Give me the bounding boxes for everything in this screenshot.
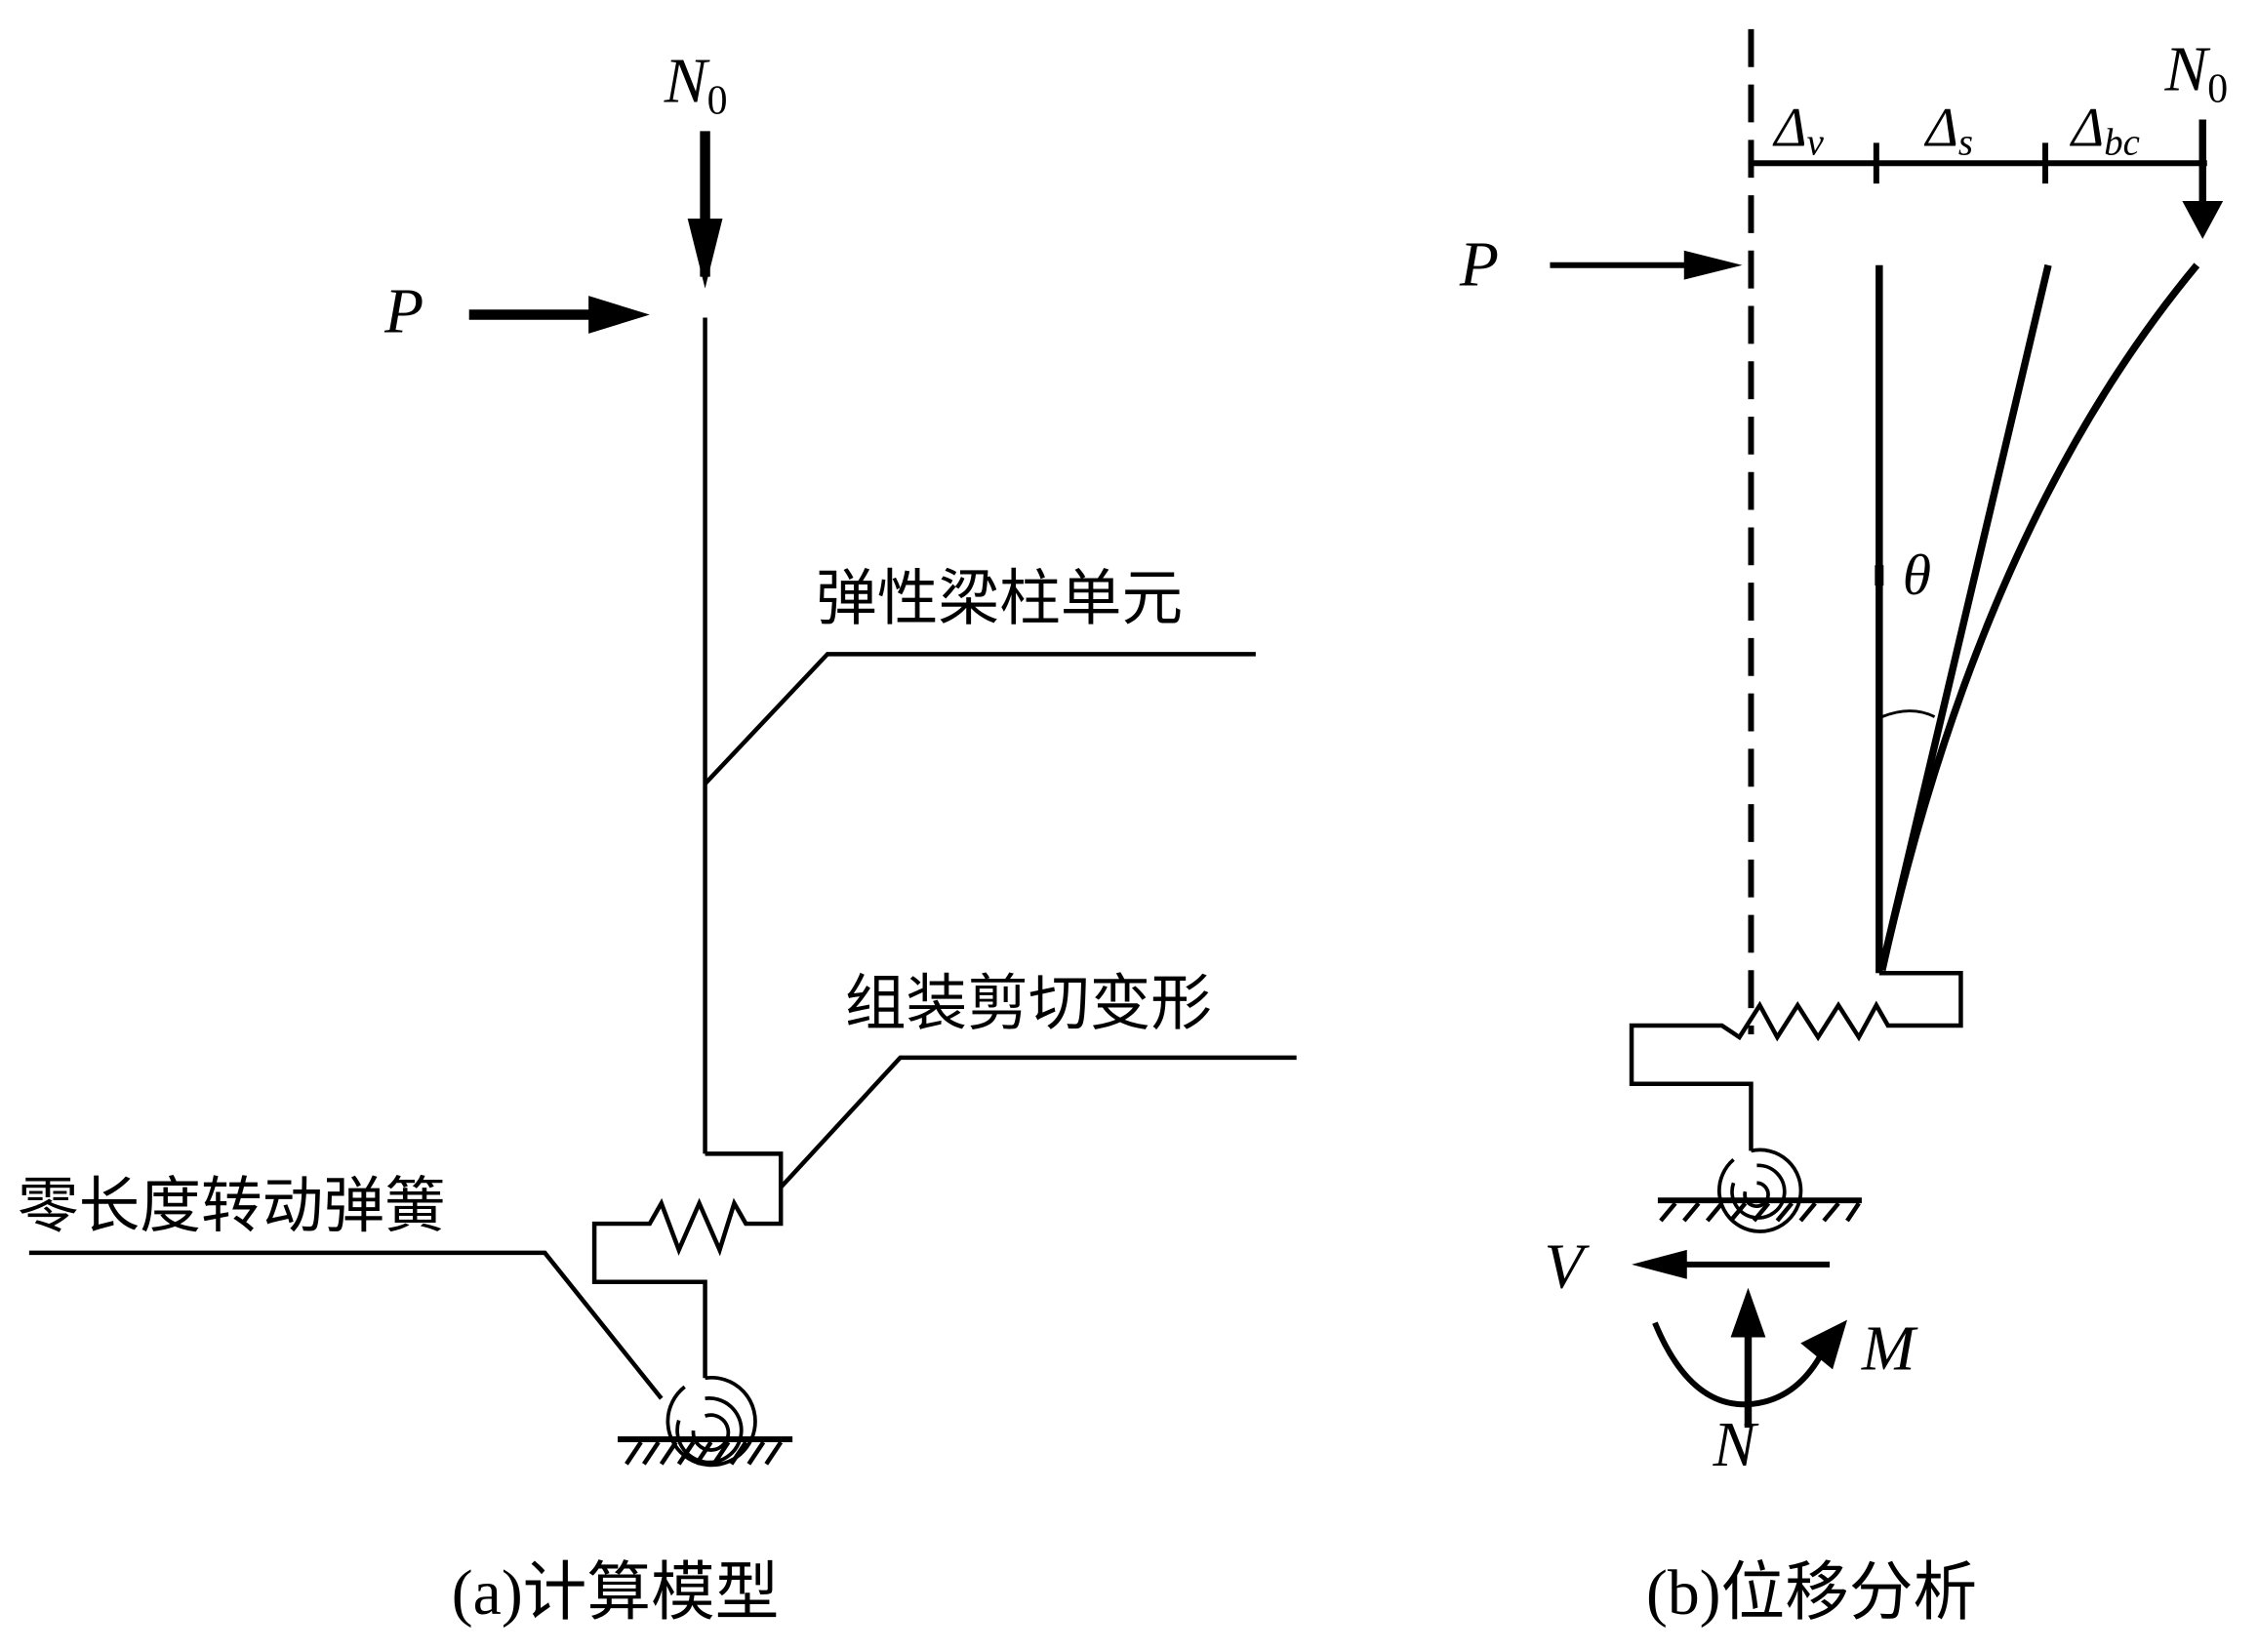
lateral-load-label: P: [383, 275, 423, 346]
panel-b: [1550, 28, 2224, 1429]
leader-shear: [779, 1055, 1297, 1189]
axial-load-label-b: N0: [2163, 34, 2228, 112]
axial-load-arrowhead-b: [2182, 201, 2224, 239]
shear-reaction-label: V: [1544, 1231, 1590, 1303]
ground-hatch-b: [1659, 1201, 1861, 1223]
moment-reaction-label: M: [1861, 1312, 1918, 1384]
ground-hatch: [625, 1440, 784, 1466]
shear-assembly: [591, 1151, 784, 1379]
panel-a: [28, 131, 1297, 1468]
shear-spring-b: [1629, 971, 1963, 1151]
shear-deformation-label: 组装剪切变形: [845, 968, 1212, 1039]
caption-a: (a)计算模型: [452, 1557, 780, 1629]
theta-label: θ: [1903, 543, 1931, 607]
lateral-load-label-b: P: [1459, 229, 1499, 301]
caption-b: (b)位移分析: [1646, 1557, 1977, 1629]
axial-load-label: N0: [664, 46, 728, 124]
beam-column-label: 弹性梁柱单元: [816, 563, 1183, 634]
lateral-load-arrowhead: [588, 296, 650, 334]
rotational-spring-icon: [665, 1375, 757, 1468]
axial-reaction-label: N: [1713, 1409, 1759, 1480]
bending-deformed-column: [1878, 262, 2200, 972]
theta-arc: [1881, 709, 1936, 718]
panel-a-labels: N0 P 弹性梁柱单元 组装剪切变形 零长度转动弹簧 (a)计算模型: [18, 46, 1212, 1630]
delta-v-label: Δv: [1772, 97, 1824, 163]
moment-reaction-arc: [1652, 1321, 1824, 1408]
panel-b-labels: N0 P Δv Δs Δbc θ V M N (b)位移分析: [1459, 34, 2228, 1630]
leader-rot-spring: [28, 1250, 664, 1400]
lateral-load-arrowhead-b: [1683, 250, 1743, 280]
delta-bc-label: Δbc: [2070, 97, 2140, 163]
rotational-spring-label: 零长度转动弹簧: [18, 1170, 446, 1241]
delta-s-label: Δs: [1924, 97, 1973, 163]
leader-beam: [703, 652, 1256, 786]
axial-load-arrowhead: [687, 218, 723, 289]
